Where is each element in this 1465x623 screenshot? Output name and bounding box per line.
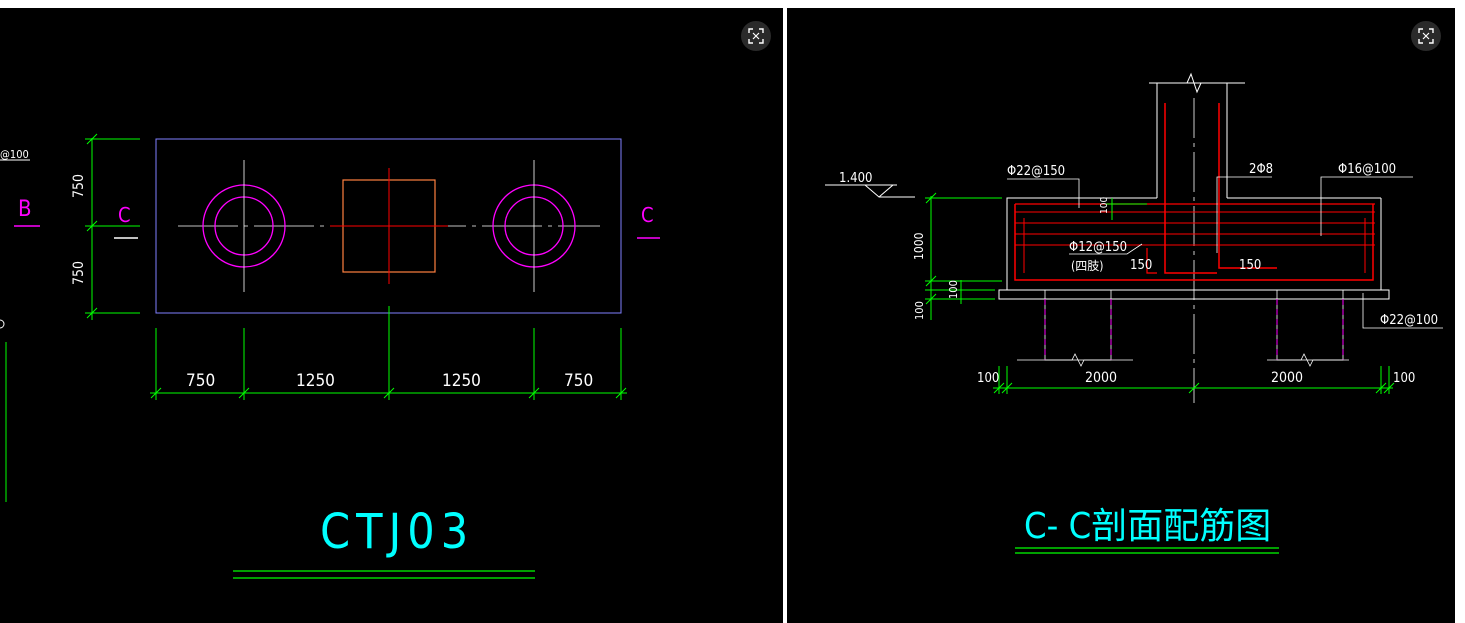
leader-side xyxy=(1320,176,1413,236)
rebar-label-stirrup: 2Φ8 xyxy=(1249,162,1273,177)
dim-label-750-a: 750 xyxy=(186,371,215,391)
dim-label-750-b: 750 xyxy=(564,371,593,391)
rebar-label-bottom: Φ22@100 xyxy=(1380,313,1438,328)
partial-mark xyxy=(0,319,5,329)
dim-tick xyxy=(86,307,98,319)
fullscreen-icon xyxy=(1418,28,1434,44)
leader-top xyxy=(1007,178,1080,208)
dim-tick xyxy=(86,220,98,232)
fragment-label: @100 xyxy=(0,148,29,161)
dim-tick xyxy=(1188,382,1200,394)
dim-label-cover-top: 100 xyxy=(1099,197,1110,214)
dim-tick xyxy=(238,387,250,399)
fullscreen-button-right[interactable] xyxy=(1411,21,1441,51)
dim-tick xyxy=(925,293,937,305)
dim-tick xyxy=(993,382,1005,394)
dim-tick xyxy=(86,133,98,145)
rebar-bottom-layer xyxy=(1014,204,1374,281)
plan-view-panel: @100 B 750 750 C xyxy=(0,8,783,623)
dim-tick xyxy=(1375,382,1387,394)
dim-label-100-mid: 100 xyxy=(947,280,960,299)
bedding-layer xyxy=(998,289,1390,300)
rebar-label-ring: Φ12@150 xyxy=(1069,240,1127,255)
dim-tick xyxy=(383,387,395,399)
column-rebar-inner-left xyxy=(1146,248,1157,274)
dim-label-750-top: 750 xyxy=(71,174,87,198)
fullscreen-icon xyxy=(748,28,764,44)
dim-label-edge-right: 100 xyxy=(1393,371,1415,386)
column-rebar-right xyxy=(1218,103,1277,269)
section-mark-c-right: C xyxy=(641,203,654,227)
dim-label-100-bottom: 100 xyxy=(913,301,926,320)
leader-stirrup xyxy=(1216,176,1272,253)
dim-label-2000-left: 2000 xyxy=(1085,370,1117,386)
column-break-symbol xyxy=(1186,72,1202,94)
rebar-label-ring-note: (四肢) xyxy=(1071,258,1103,273)
dim-label-anchor-right: 150 xyxy=(1239,258,1261,273)
dim-tick xyxy=(925,275,937,287)
dim-label-anchor-left: 150 xyxy=(1130,258,1152,273)
column-rebar-left xyxy=(1164,103,1217,274)
leader-bottom xyxy=(1362,293,1443,329)
section-view-panel: 1.400 1000 100 100 100 Φ22@150 2Φ8 Φ16@1… xyxy=(787,8,1455,623)
fullscreen-button-left[interactable] xyxy=(741,21,771,51)
dim-tick xyxy=(528,387,540,399)
dim-tick xyxy=(150,387,162,399)
rebar-label-top: Φ22@150 xyxy=(1007,164,1065,179)
dim-label-2000-right: 2000 xyxy=(1271,370,1303,386)
dim-tick xyxy=(1383,382,1395,394)
dim-label-1000: 1000 xyxy=(912,232,926,260)
dim-tick xyxy=(615,387,627,399)
pile-left-break xyxy=(1017,353,1133,367)
section-title: C- C剖面配筋图 xyxy=(1024,506,1271,547)
rebar-label-side: Φ16@100 xyxy=(1338,162,1396,177)
pile-right xyxy=(1276,289,1344,361)
section-mark-b: B xyxy=(18,197,32,222)
section-mark-c-left: C xyxy=(118,203,131,227)
dim-label-750-bottom: 750 xyxy=(71,261,87,285)
dim-label-edge-left: 100 xyxy=(977,371,999,386)
dim-tick xyxy=(925,192,937,204)
pile-left xyxy=(1044,289,1112,361)
drawing-title: CTJ03 xyxy=(320,504,474,560)
elevation-triangle xyxy=(864,184,894,198)
dim-tick xyxy=(1001,382,1013,394)
elevation-label: 1.400 xyxy=(839,171,872,186)
dim-label-1250-b: 1250 xyxy=(442,371,481,391)
dim-label-1250-a: 1250 xyxy=(296,371,335,391)
pile-right-break xyxy=(1267,353,1349,367)
leader-ring xyxy=(1069,243,1143,255)
plan-view-drawing: @100 B 750 750 C xyxy=(0,133,660,579)
section-view-drawing: 1.400 1000 100 100 100 Φ22@150 2Φ8 Φ16@1… xyxy=(825,72,1443,554)
